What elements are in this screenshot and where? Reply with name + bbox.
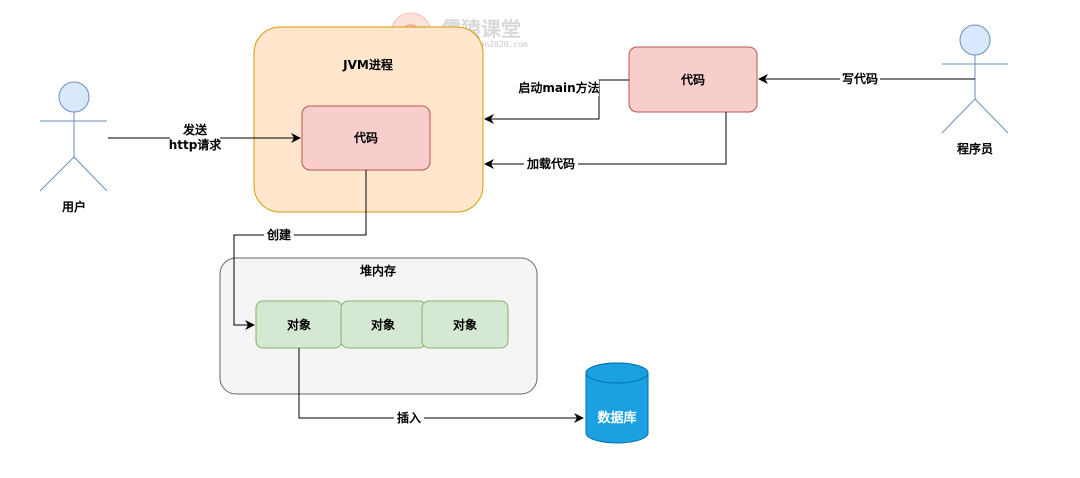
user-right-leg — [73, 156, 108, 192]
send-label-bg — [170, 123, 220, 153]
object-label-1: 对象 — [287, 317, 311, 332]
user-actor — [39, 81, 108, 192]
create-label-bg — [264, 227, 294, 243]
heap-title: 堆内存 — [360, 263, 396, 278]
object-label-2: 对象 — [371, 317, 395, 332]
edge-create — [233, 170, 367, 330]
insert-label-bg — [394, 410, 424, 426]
write-code-label-bg — [840, 71, 880, 87]
edge-start-main — [484, 79, 629, 124]
load-code-label: 加载代码 — [526, 156, 575, 171]
database: 数据库 — [585, 362, 649, 444]
jvm-code-label: 代码 — [353, 130, 378, 145]
programmer-actor — [941, 24, 1009, 134]
insert-label: 插入 — [397, 410, 421, 425]
user-left-leg — [39, 156, 75, 192]
database-label: 数据库 — [597, 410, 636, 426]
edge-insert — [298, 348, 584, 423]
user-label: 用户 — [61, 199, 86, 214]
edge-load-code — [484, 112, 727, 169]
write-code-label: 写代码 — [842, 71, 878, 86]
start-main-label-bg — [519, 80, 599, 96]
object-box-3 — [421, 300, 509, 349]
external-code-label: 代码 — [680, 72, 705, 87]
programmer-left-leg — [941, 98, 976, 134]
heap-objects: 对象 对象 对象 — [255, 300, 509, 349]
programmer-label: 程序员 — [957, 141, 993, 156]
object-label-3: 对象 — [453, 317, 477, 332]
programmer-right-leg — [974, 98, 1009, 134]
send-label-line2: http请求 — [169, 137, 223, 152]
create-label: 创建 — [266, 227, 292, 242]
load-code-label-bg — [524, 156, 578, 172]
jvm-title: JVM进程 — [342, 57, 393, 72]
watermark-url: www.ruyuan2020.com — [441, 40, 528, 49]
programmer-head-icon — [959, 24, 991, 56]
send-label-line1: 发送 — [182, 122, 208, 137]
start-main-label: 启动main方法 — [518, 80, 599, 95]
database-cylinder-top — [585, 362, 649, 384]
user-head-icon — [58, 81, 90, 113]
